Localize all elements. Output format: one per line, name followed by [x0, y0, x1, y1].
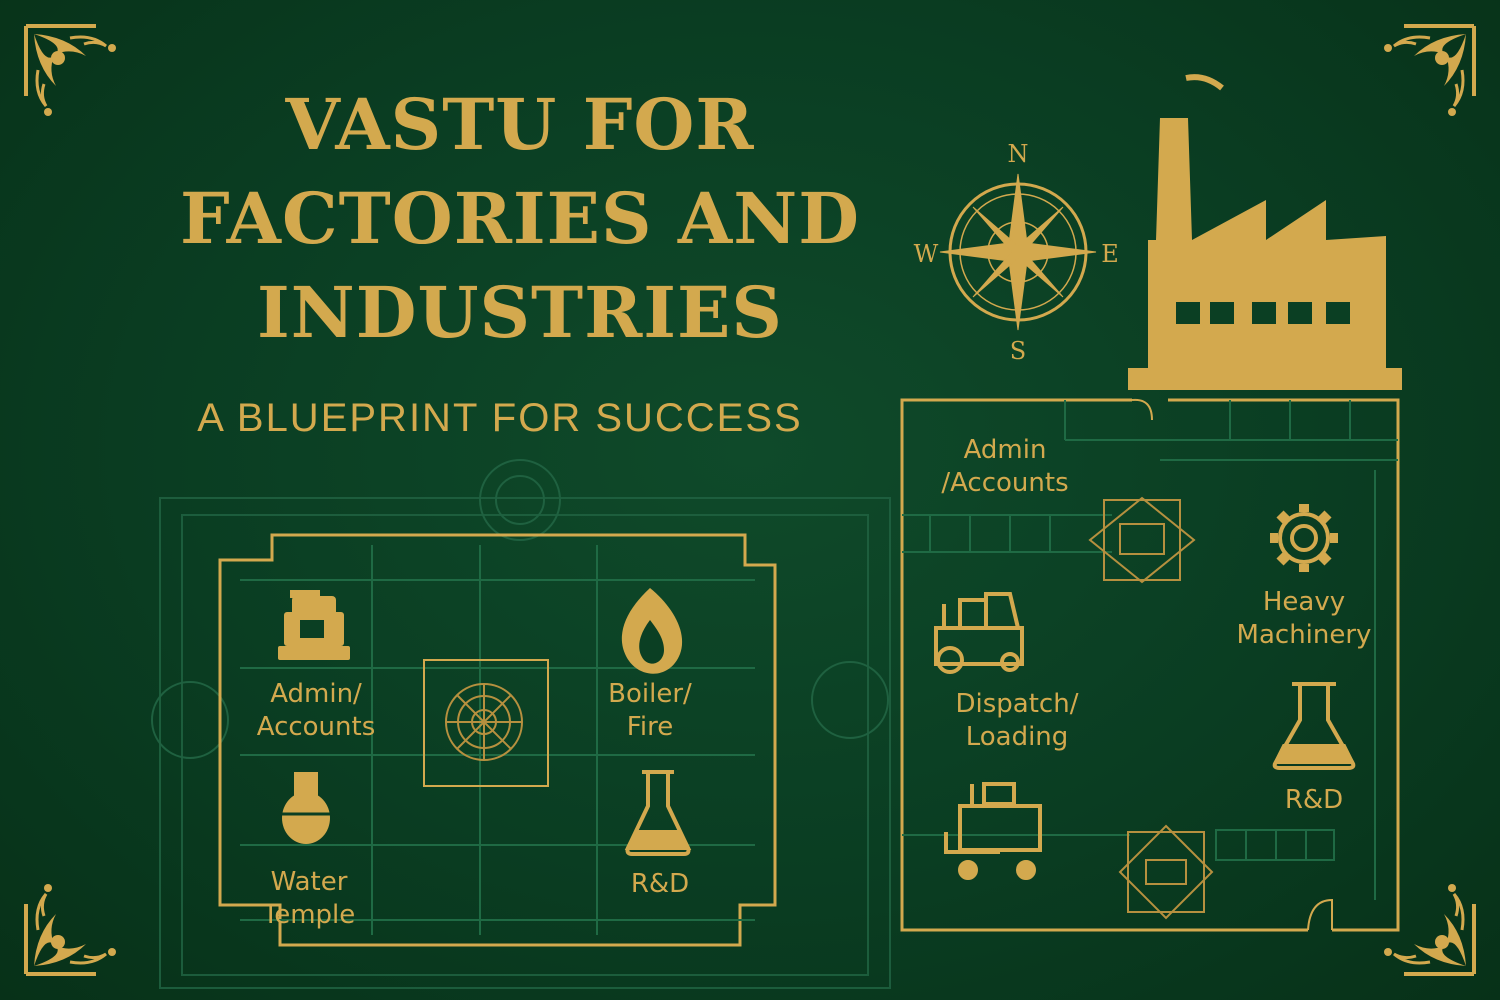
- corner-ornament-icon: [1382, 24, 1476, 118]
- right-floor-plan: [900, 398, 1400, 932]
- zone-label-heavy-machinery: Heavy Machinery: [1236, 587, 1372, 650]
- page-title: VASTU FOR FACTORIES AND INDUSTRIES: [180, 83, 860, 354]
- zone-label-boiler-fire: Boiler/ Fire: [608, 679, 692, 742]
- compass-west-label: W: [913, 240, 939, 268]
- forklift-icon: [934, 592, 1024, 674]
- gear-icon: [1270, 504, 1338, 572]
- flask-icon: [624, 770, 692, 856]
- forklift-icon: [944, 782, 1042, 880]
- printer-icon: [278, 590, 350, 660]
- zone-label-rnd: R&D: [630, 869, 690, 899]
- compass-south-label: S: [1009, 337, 1027, 365]
- page-subtitle: A BLUEPRINT FOR SUCCESS: [197, 396, 803, 440]
- zone-label-admin-accounts: Admin/ Accounts: [256, 679, 376, 742]
- corner-ornament-icon: [24, 24, 118, 118]
- mandala-icon: [151, 459, 889, 759]
- mandala-icon: [445, 683, 523, 761]
- compass-icon: [939, 173, 1097, 331]
- compass-north-label: N: [1007, 140, 1029, 168]
- compass-east-label: E: [1101, 240, 1119, 268]
- corner-ornament-icon: [24, 882, 118, 976]
- zone-label-dispatch-loading: Dispatch/ Loading: [955, 689, 1079, 752]
- zone-label-rnd: R&D: [1284, 785, 1344, 815]
- factory-icon: [1128, 74, 1402, 390]
- fire-icon: [621, 588, 683, 674]
- flask-icon: [282, 772, 330, 844]
- zone-label-water-temple: Water Temple: [262, 867, 356, 930]
- left-floor-plan: [218, 533, 777, 947]
- zone-label-admin-accounts: Admin /Accounts: [941, 435, 1069, 498]
- flask-icon: [1272, 682, 1356, 770]
